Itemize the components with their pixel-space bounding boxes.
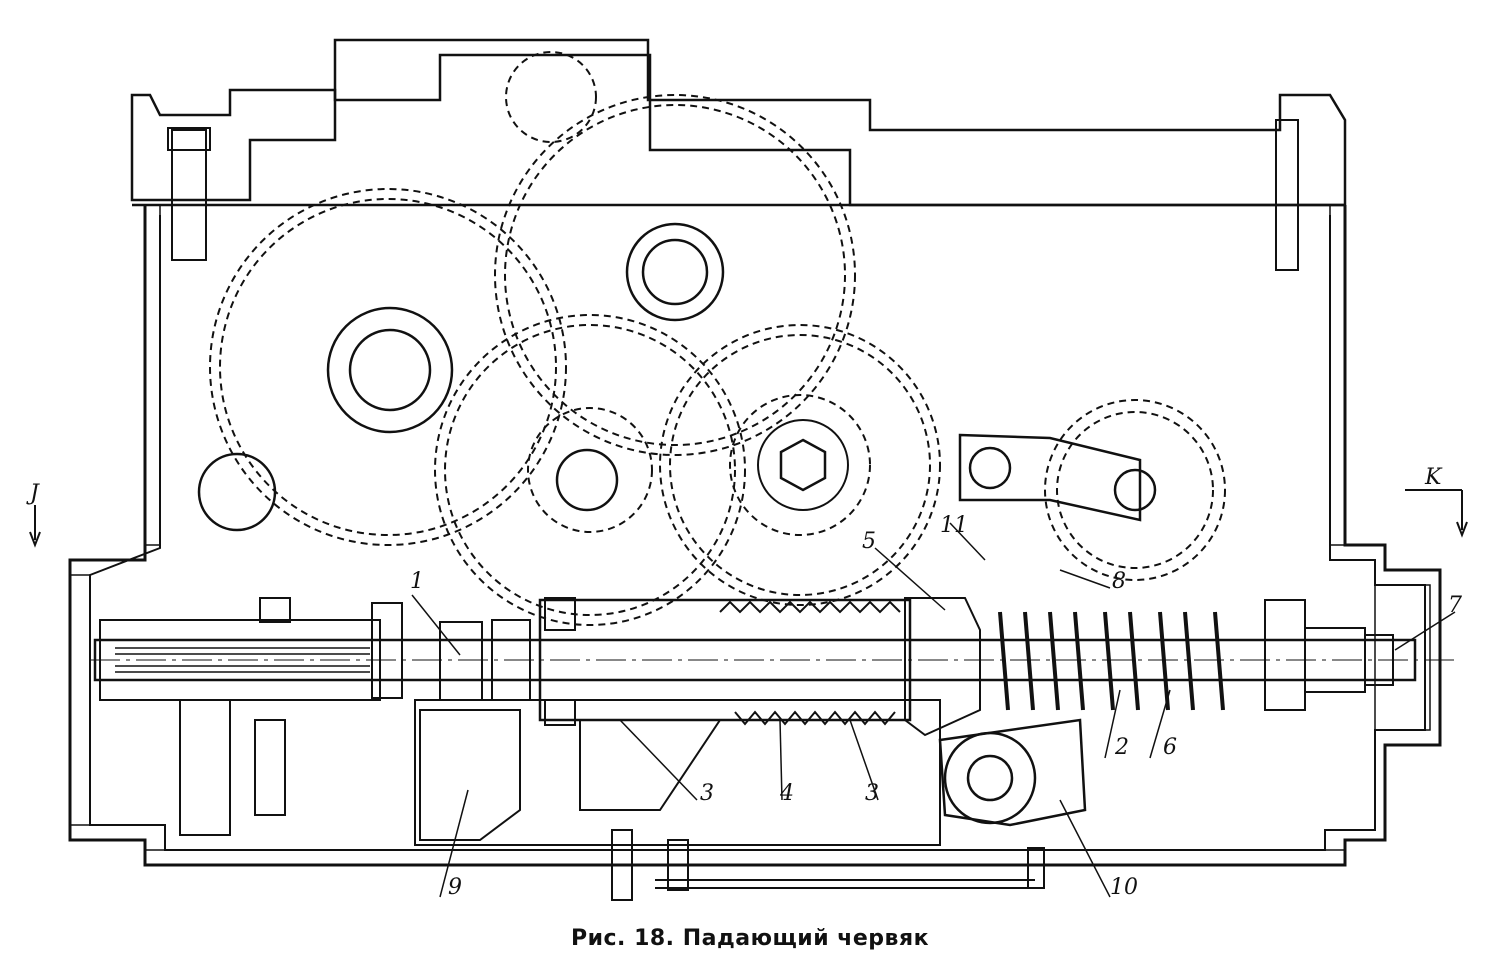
lower-casting [179, 699, 1045, 901]
part-label-3b: 3 [865, 781, 879, 806]
gear-circle [669, 334, 931, 596]
gear-circle [527, 407, 653, 533]
gear-circle [444, 324, 736, 616]
gear-circle [1044, 399, 1226, 581]
gear-circle [219, 198, 557, 536]
part-label-3a: 3 [700, 781, 714, 806]
leader-lines [411, 522, 1456, 898]
part-label-10: 10 [1110, 875, 1138, 900]
part-label-7: 7 [1448, 593, 1462, 618]
gear-circle [1056, 411, 1214, 569]
section-arrow-left [29, 505, 41, 548]
part-label-5: 5 [862, 529, 876, 554]
worm-shaft-assembly [90, 597, 1460, 737]
part-label-11: 11 [940, 513, 968, 538]
shafts [197, 222, 1157, 825]
part-label-9: 9 [448, 875, 462, 900]
gear-circle [494, 94, 856, 456]
gear-circle [505, 51, 597, 143]
gear-train [209, 51, 1226, 626]
part-label-4: 4 [779, 781, 794, 806]
gear-circle [434, 314, 746, 626]
section-arrow-right [1405, 489, 1468, 538]
part-label-8: 8 [1112, 569, 1126, 594]
housing-cover [130, 38, 1347, 207]
gear-circle [504, 104, 846, 446]
part-label-6: 6 [1163, 735, 1177, 760]
figure-caption: Рис. 18. Падающий червяк [570, 926, 930, 951]
section-mark-left: J [26, 481, 40, 506]
section-mark-right: K [1424, 465, 1443, 490]
housing-body [68, 119, 1442, 867]
spring [998, 611, 1225, 711]
part-label-1: 1 [410, 569, 424, 594]
gear-circle [659, 324, 941, 606]
part-label-2: 2 [1114, 735, 1129, 760]
gear-circle [209, 188, 567, 546]
levers [938, 433, 1142, 827]
gear-circle [729, 394, 871, 536]
